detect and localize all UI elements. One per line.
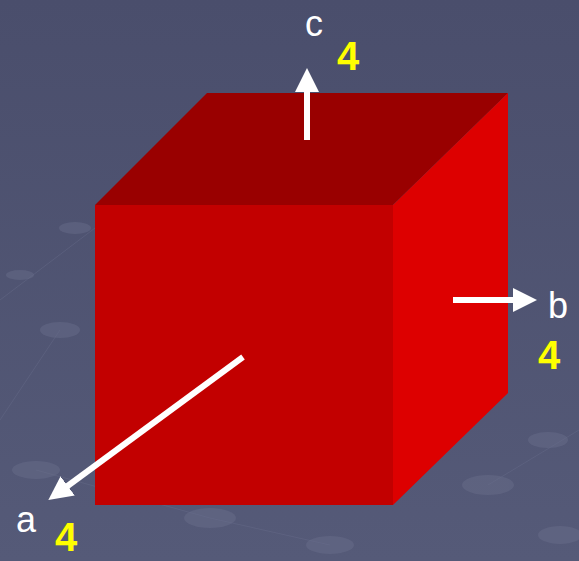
axis-label: a <box>16 502 36 538</box>
dimension-number: 4 <box>538 335 560 375</box>
axis-label: c <box>305 6 323 42</box>
dimension-number: 4 <box>337 36 359 76</box>
dimension-number: 4 <box>55 517 77 557</box>
axis-arrow-c <box>304 80 310 140</box>
axis-arrow-b <box>453 297 525 303</box>
cube-front-face <box>95 205 393 505</box>
axis-arrow-a <box>58 357 243 493</box>
axis-label: b <box>548 288 568 324</box>
